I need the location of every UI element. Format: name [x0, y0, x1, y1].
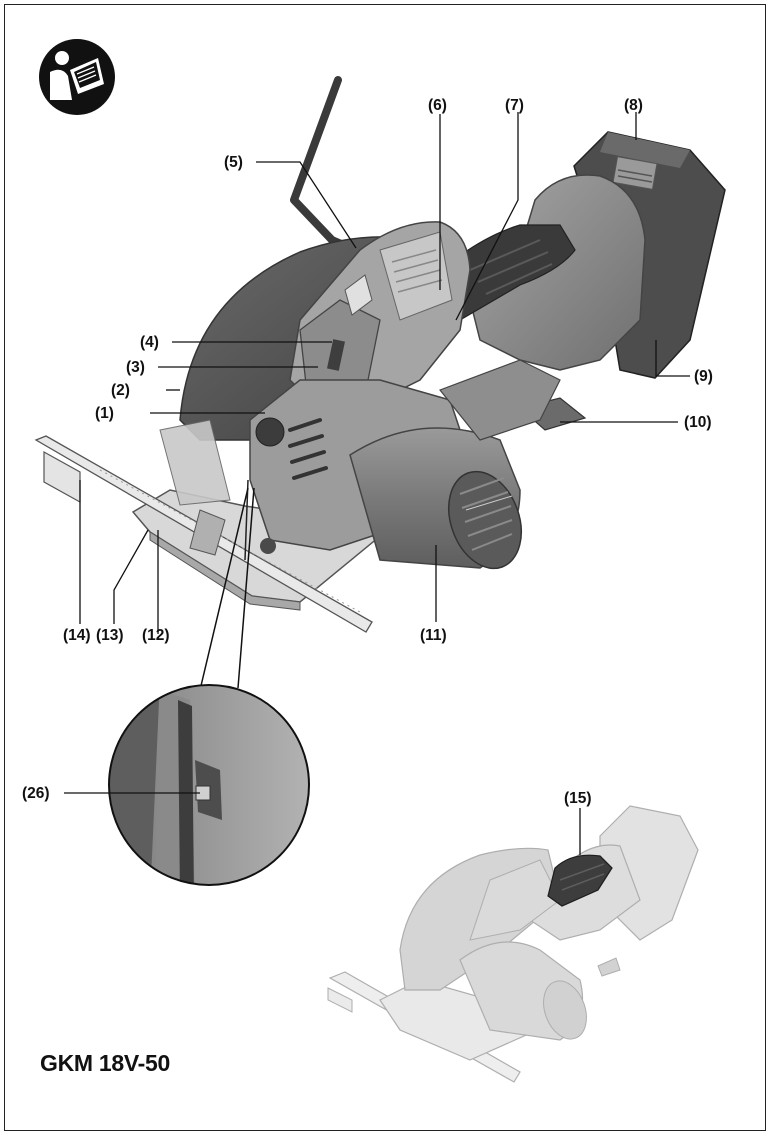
callout-13: (13)	[96, 627, 124, 644]
callout-26: (26)	[22, 785, 50, 802]
callout-2: (2)	[111, 382, 130, 399]
callout-5: (5)	[224, 154, 243, 171]
read-manual-icon	[39, 39, 115, 115]
spindle-lock-button	[255, 417, 285, 447]
callout-12: (12)	[142, 627, 170, 644]
callout-labels: (5) (6) (7) (8) (9) (10) (4) (3) (2) (1)…	[22, 97, 713, 807]
handle-grip-highlight	[547, 854, 613, 907]
callout-9: (9)	[694, 368, 713, 385]
hex-key	[290, 76, 364, 256]
callout-10: (10)	[684, 414, 712, 431]
callout-11: (11)	[420, 627, 447, 644]
page-frame	[4, 4, 766, 1131]
housing-rear	[469, 174, 646, 371]
callout-7: (7)	[505, 97, 524, 114]
motor-cooling-vents	[448, 470, 522, 570]
circular-saw-main	[34, 76, 726, 633]
circular-saw-secondary	[327, 805, 699, 1083]
leader-lines	[64, 112, 690, 855]
callout-15: (15)	[564, 790, 592, 807]
callout-6: (6)	[428, 97, 447, 114]
callout-3: (3)	[126, 359, 145, 376]
model-name: GKM 18V-50	[40, 1050, 170, 1076]
callout-14: (14)	[63, 627, 91, 644]
callout-1: (1)	[95, 405, 114, 422]
callout-4: (4)	[140, 334, 159, 351]
callout-8: (8)	[624, 97, 643, 114]
